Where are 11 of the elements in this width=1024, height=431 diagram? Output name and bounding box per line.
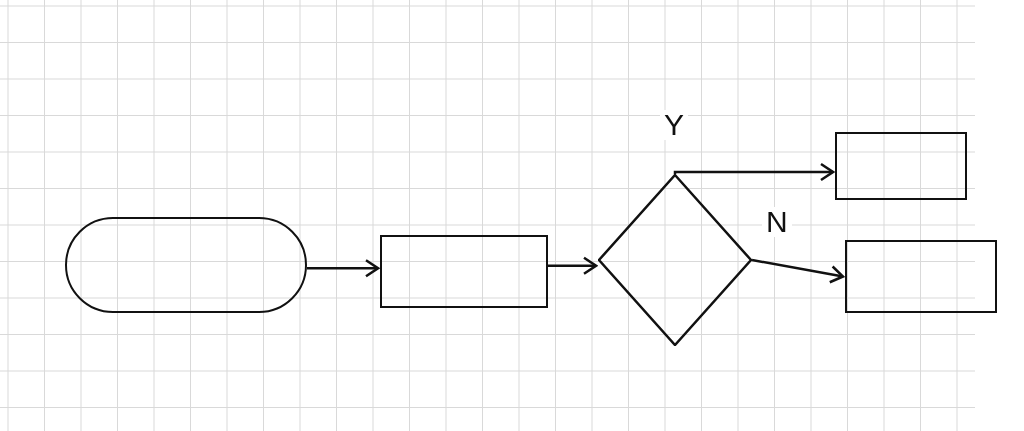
edge-label: N <box>762 207 792 237</box>
terminal-shape <box>65 217 307 313</box>
edge-label: Y <box>660 110 688 140</box>
arrow <box>548 256 598 275</box>
process-box <box>380 235 548 308</box>
process-box <box>835 132 967 200</box>
arrow <box>307 259 380 278</box>
arrow <box>673 162 835 182</box>
decision-diamond <box>598 174 752 346</box>
arrow <box>751 258 845 284</box>
process-box <box>845 240 997 313</box>
